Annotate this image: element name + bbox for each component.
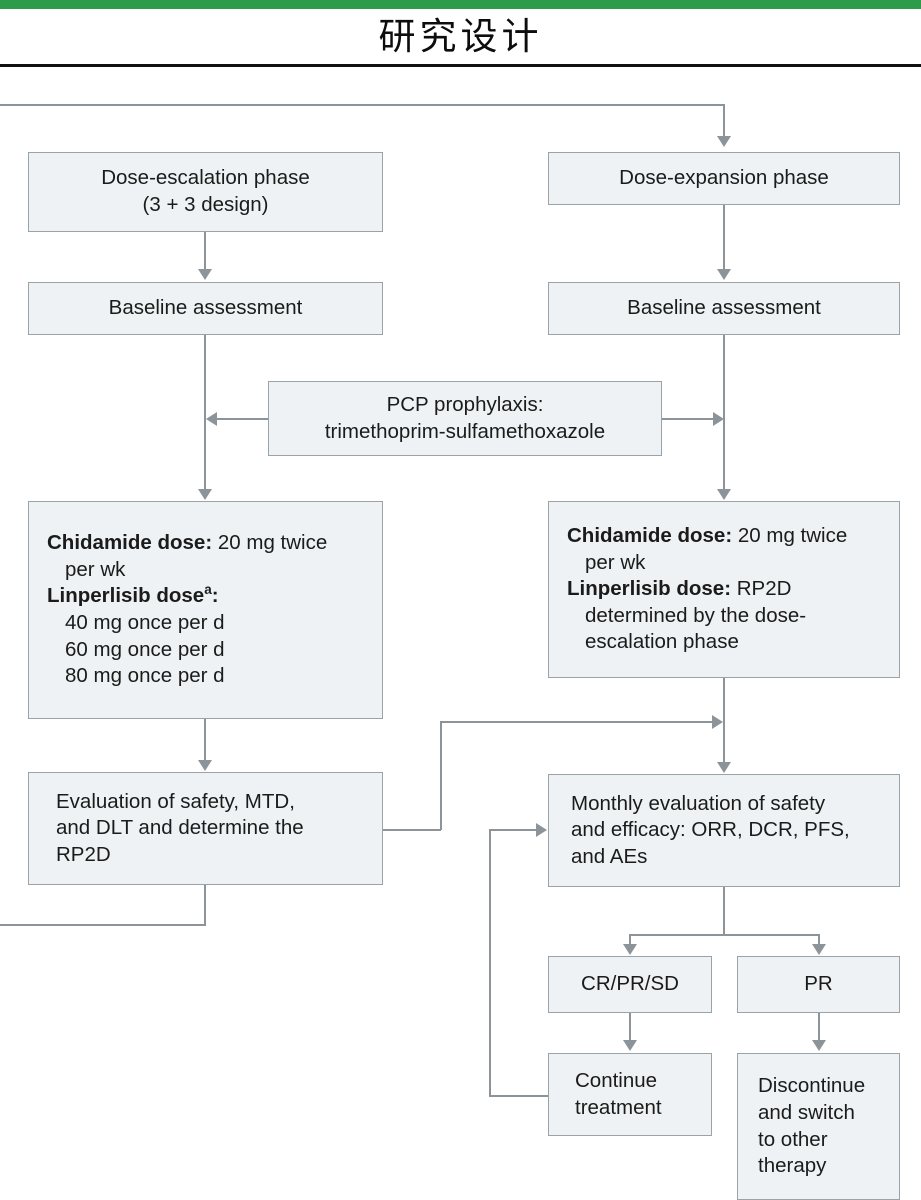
arrow-into-discontinue [812, 1040, 826, 1051]
dose-right-linperlisib-cont-1: determined by the dose- [585, 603, 807, 627]
discontinue-line-3: to other [758, 1127, 828, 1151]
dose-left-chidamide: Chidamide dose: 20 mg twice [47, 530, 370, 557]
arrow-into-continue-treatment [623, 1040, 637, 1051]
node-continue-treatment: Continue treatment [548, 1053, 712, 1136]
title-divider-rule [0, 64, 921, 67]
connector-split-to-pr [818, 934, 820, 946]
dose-right-chidamide: Chidamide dose: 20 mg twice [567, 523, 887, 550]
connector-monthly-down-trunk [723, 887, 725, 935]
monthly-evaluation-line-1: Monthly evaluation of safety [571, 791, 826, 815]
connector-dose-left-to-evaluation [204, 719, 206, 761]
dose-left-linperlisib-label: Linperlisib dose [47, 584, 205, 608]
dose-left-linperlisib-footnote-marker: a [204, 582, 212, 598]
arrow-into-dose-expansion [717, 136, 731, 147]
node-dose-expansion-phase: Dose-expansion phase [548, 152, 900, 205]
node-pr: PR [737, 956, 900, 1013]
page-title: 研究设计 [378, 15, 543, 58]
connector-pcp-right [662, 418, 714, 420]
node-evaluation-safety-mtd-dlt: Evaluation of safety, MTD, and DLT and d… [28, 772, 383, 885]
arrow-pcp-to-left-column [206, 412, 217, 426]
arrow-feedback-into-monthly-evaluation [536, 823, 547, 837]
evaluation-left-line-3: RP2D [56, 842, 111, 866]
dose-left-option-3: 80 mg once per d [65, 664, 225, 688]
continue-treatment-line-1: Continue [575, 1068, 658, 1092]
pr-label: PR [804, 972, 833, 996]
connector-external-to-expansion-horizontal [0, 104, 725, 106]
connector-evaluation-to-external-left [0, 924, 206, 926]
dose-escalation-line-1: Dose-escalation phase [101, 166, 310, 190]
evaluation-left-line-2: and DLT and determine the [56, 816, 304, 840]
connector-feedback-up [489, 829, 491, 1096]
monthly-evaluation-line-3: and AEs [571, 844, 648, 868]
connector-baseline-left-to-dose-left [204, 335, 206, 490]
node-pcp-prophylaxis: PCP prophylaxis: trimethoprim-sulfametho… [268, 381, 662, 456]
node-dose-left: Chidamide dose: 20 mg twice per wk Linpe… [28, 501, 383, 719]
arrow-into-evaluation-left [198, 760, 212, 771]
dose-left-chidamide-cont: per wk [65, 557, 126, 581]
arrow-into-pr [812, 944, 826, 955]
dose-escalation-line-2: (3 + 3 design) [142, 193, 269, 216]
connector-evaluation-up [440, 721, 442, 830]
dose-left-chidamide-label: Chidamide dose: [47, 531, 213, 555]
connector-pcp-left [217, 418, 268, 420]
connector-monthly-split-bar [629, 934, 819, 936]
dose-right-chidamide-label: Chidamide dose: [567, 523, 733, 547]
discontinue-line-4: therapy [758, 1154, 827, 1178]
connector-evaluation-top-run [440, 721, 716, 723]
node-cr-pr-sd: CR/PR/SD [548, 956, 712, 1013]
arrow-into-crprsd [623, 944, 637, 955]
connector-pr-to-discontinue [818, 1013, 820, 1041]
dose-right-linperlisib-cont-2: escalation phase [585, 630, 739, 654]
connector-external-to-expansion-vertical [723, 104, 725, 137]
continue-treatment-line-2: treatment [575, 1095, 662, 1119]
dose-left-chidamide-value: 20 mg twice [212, 531, 328, 555]
node-discontinue-switch-therapy: Discontinue and switch to other therapy [737, 1053, 900, 1200]
cr-pr-sd-label: CR/PR/SD [581, 972, 679, 996]
node-baseline-assessment-right: Baseline assessment [548, 282, 900, 335]
arrow-into-baseline-left [198, 269, 212, 280]
pcp-line-2: trimethoprim-sulfamethoxazole [324, 419, 606, 443]
arrow-into-dose-right [717, 489, 731, 500]
dose-left-option-1: 40 mg once per d [65, 611, 225, 634]
connector-evaluation-down [204, 885, 206, 925]
arrow-into-baseline-right [717, 269, 731, 280]
discontinue-line-2: and switch [758, 1100, 855, 1124]
dose-right-chidamide-value: 20 mg twice [732, 523, 848, 547]
node-baseline-assessment-left: Baseline assessment [28, 282, 383, 335]
discontinue-line-1: Discontinue [758, 1074, 866, 1098]
monthly-evaluation-line-2: and efficacy: ORR, DCR, PFS, [571, 818, 850, 842]
dose-right-linperlisib-value: RP2D [731, 577, 792, 601]
dose-left-option-2: 60 mg once per d [65, 637, 225, 661]
connector-crprsd-to-continue [629, 1013, 631, 1041]
arrow-evaluation-into-right-trunk [712, 715, 723, 729]
evaluation-left-line-1: Evaluation of safety, MTD, [56, 789, 295, 813]
dose-right-linperlisib-label: Linperlisib dose: [567, 577, 732, 601]
connector-dose-right-to-monthly [723, 678, 725, 763]
connector-feedback-into-monthly [489, 829, 537, 831]
node-dose-right: Chidamide dose: 20 mg twice per wk Linpe… [548, 501, 900, 678]
connector-baseline-right-to-dose-right [723, 335, 725, 490]
baseline-right-label: Baseline assessment [627, 296, 821, 320]
connector-feedback-from-continue [489, 1095, 549, 1097]
arrow-into-dose-left [198, 489, 212, 500]
connector-expansion-to-baseline-right [723, 205, 725, 270]
arrow-pcp-to-right-column [713, 412, 724, 426]
arrow-into-monthly-evaluation [717, 762, 731, 773]
dose-right-chidamide-cont: per wk [585, 550, 646, 574]
top-accent-bar [0, 0, 921, 9]
node-monthly-evaluation: Monthly evaluation of safety and efficac… [548, 774, 900, 887]
dose-left-linperlisib-colon: : [211, 584, 219, 608]
connector-split-to-crprsd [629, 934, 631, 946]
connector-escalation-to-baseline [204, 232, 206, 270]
dose-left-linperlisib: Linperlisib dosea: [47, 583, 370, 610]
baseline-left-label: Baseline assessment [108, 296, 303, 320]
dose-expansion-label: Dose-expansion phase [619, 166, 829, 190]
connector-evaluation-right-stub [383, 829, 441, 831]
node-dose-escalation-phase: Dose-escalation phase (3 + 3 design) [28, 152, 383, 232]
dose-right-linperlisib: Linperlisib dose: RP2D [567, 576, 887, 603]
pcp-line-1: PCP prophylaxis: [386, 392, 544, 416]
